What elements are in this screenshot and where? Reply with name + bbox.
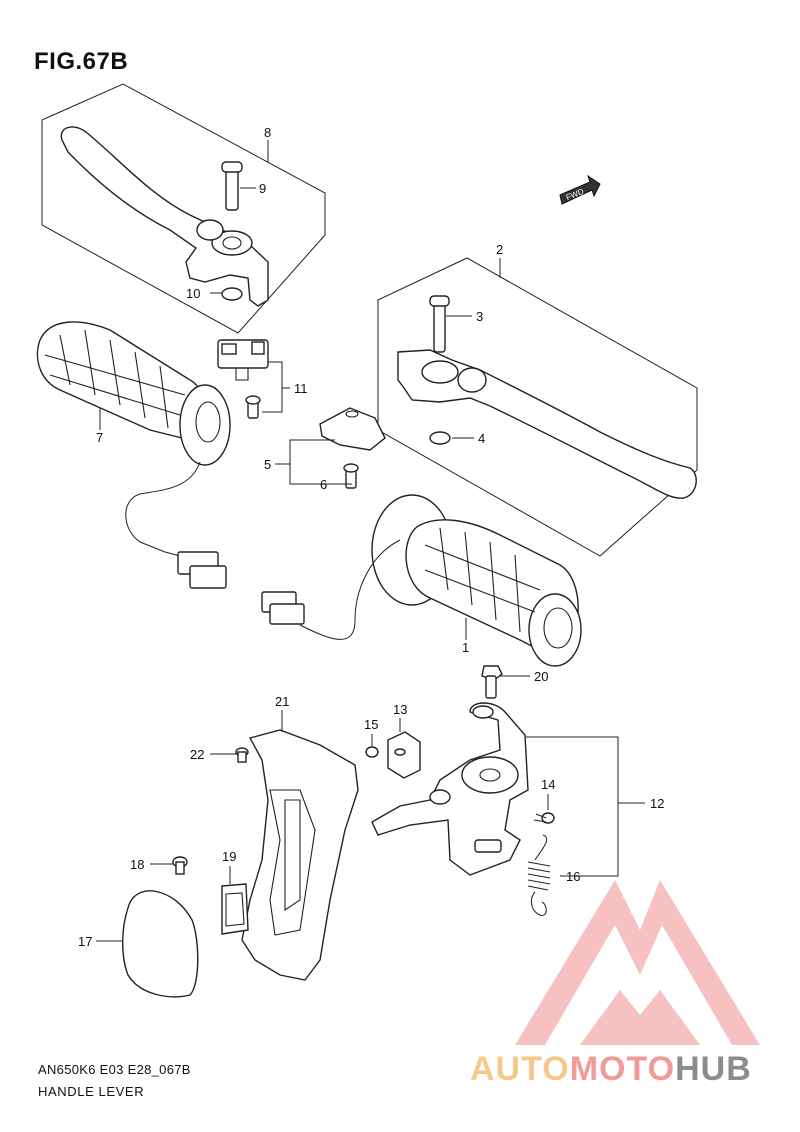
callout-13: 13 (393, 702, 407, 717)
callout-9: 9 (259, 181, 266, 196)
screw-22 (235, 747, 249, 763)
callout-4: 4 (478, 431, 485, 446)
callout-1: 1 (462, 640, 469, 655)
parking-bracket-assembly (371, 702, 529, 876)
fwd-arrow (559, 174, 601, 205)
lever-group-8-box (41, 83, 326, 334)
callout-22: 22 (190, 747, 204, 762)
cover-17 (122, 890, 199, 998)
callout-11: 11 (294, 381, 308, 396)
lever-cover-21 (241, 729, 359, 981)
leader-lines (96, 140, 645, 942)
callout-15: 15 (364, 717, 378, 732)
brake-switch-11 (217, 339, 269, 419)
right-grip (261, 494, 582, 667)
front-brake-lever-left (60, 126, 269, 307)
callout-8: 8 (264, 125, 271, 140)
callout-18: 18 (130, 857, 144, 872)
watermark-hub: HUB (675, 1050, 752, 1088)
callout-labels: 1 2 3 4 5 6 7 8 9 10 11 12 13 14 15 16 1… (78, 125, 664, 949)
callout-20: 20 (534, 669, 548, 684)
screw-14 (533, 812, 555, 824)
watermark-logo (515, 880, 760, 1045)
front-brake-lever-right (397, 295, 697, 499)
watermark-moto: MOTO (569, 1050, 676, 1088)
callout-17: 17 (78, 934, 92, 949)
callout-16: 16 (566, 869, 580, 884)
figure-title: FIG.67B (34, 48, 129, 75)
callout-12: 12 (650, 796, 664, 811)
parking-switch-13 (365, 731, 421, 779)
callout-14: 14 (541, 777, 555, 792)
callout-19: 19 (222, 849, 236, 864)
callout-2: 2 (496, 242, 503, 257)
pad-19 (221, 883, 249, 935)
screw-18 (172, 856, 188, 875)
left-grip (36, 321, 231, 589)
callout-7: 7 (96, 430, 103, 445)
bolt-20 (481, 665, 503, 699)
watermark-auto: AUTO (470, 1050, 570, 1088)
callout-21: 21 (275, 694, 289, 709)
callout-6: 6 (320, 477, 327, 492)
brake-switch-5 (319, 407, 386, 489)
footer-model-code: AN650K6 E03 E28_067B (38, 1062, 191, 1077)
spring-16 (527, 834, 551, 916)
fwd-label: FWD (565, 187, 585, 202)
callout-10: 10 (186, 286, 200, 301)
callout-5: 5 (264, 457, 271, 472)
footer-section-name: HANDLE LEVER (38, 1084, 145, 1099)
callout-3: 3 (476, 309, 483, 324)
watermark-text: AUTOMOTOHUB (470, 1050, 752, 1089)
